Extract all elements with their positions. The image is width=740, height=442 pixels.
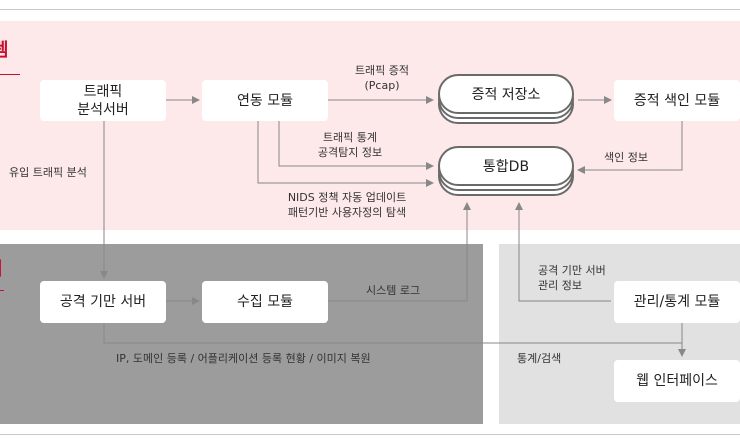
stats-search-label: 통계/검색 — [517, 352, 562, 365]
link-module-label: 연동 모듈 — [237, 92, 293, 109]
integrated-db-cylinder: 통합DB — [438, 146, 574, 196]
nids-policy-label: NIDS 정책 자동 업데이트 패턴기반 사용자정의 탐색 — [287, 191, 407, 219]
top-section-underline — [0, 74, 20, 75]
evidence-index-module-label: 증적 색인 모듈 — [633, 92, 721, 109]
traffic-stats-label: 트래픽 통계 공격탐지 정보 — [317, 131, 383, 159]
top-section-title: 템 — [0, 40, 9, 61]
ip-domain-label: IP, 도메인 등록 / 어플리케이션 등록 현황 / 이미지 복원 — [116, 352, 371, 365]
attack-deception-server-label: 공격 기만 서버 — [59, 294, 147, 310]
inflow-traffic-label: 유입 트래픽 분석 — [9, 166, 87, 179]
collect-module-label: 수집 모듈 — [237, 294, 293, 310]
web-interface-box: 웹 인터페이스 — [614, 360, 740, 402]
evidence-index-module-box: 증적 색인 모듈 — [614, 80, 740, 121]
evidence-store-label: 증적 저장소 — [438, 74, 574, 114]
evidence-store-cylinder: 증적 저장소 — [438, 74, 574, 124]
manage-stats-module-box: 관리/통계 모듈 — [614, 281, 740, 323]
traffic-evidence-label: 트래픽 증적 (Pcap) — [354, 64, 410, 92]
web-interface-label: 웹 인터페이스 — [636, 373, 718, 389]
traffic-analysis-server-label: 트래픽 분석서버 — [77, 83, 129, 118]
index-info-label: 색인 정보 — [604, 151, 648, 164]
system-log-label: 시스템 로그 — [366, 284, 421, 297]
top-divider — [0, 9, 740, 10]
bottom-section-title: 템 — [0, 255, 3, 281]
traffic-system-panel — [0, 21, 740, 230]
manage-stats-module-label: 관리/통계 모듈 — [633, 294, 721, 310]
traffic-analysis-server-box: 트래픽 분석서버 — [40, 80, 166, 121]
attack-server-info-label: 공격 기만 서버 관리 정보 — [538, 264, 606, 292]
attack-deception-server-box: 공격 기만 서버 — [40, 281, 166, 323]
integrated-db-label: 통합DB — [438, 146, 574, 186]
deception-system-panel — [0, 244, 483, 424]
collect-module-box: 수집 모듈 — [202, 281, 328, 323]
link-module-box: 연동 모듈 — [202, 80, 328, 121]
bottom-divider — [0, 434, 740, 435]
bottom-section-underline — [0, 290, 4, 291]
